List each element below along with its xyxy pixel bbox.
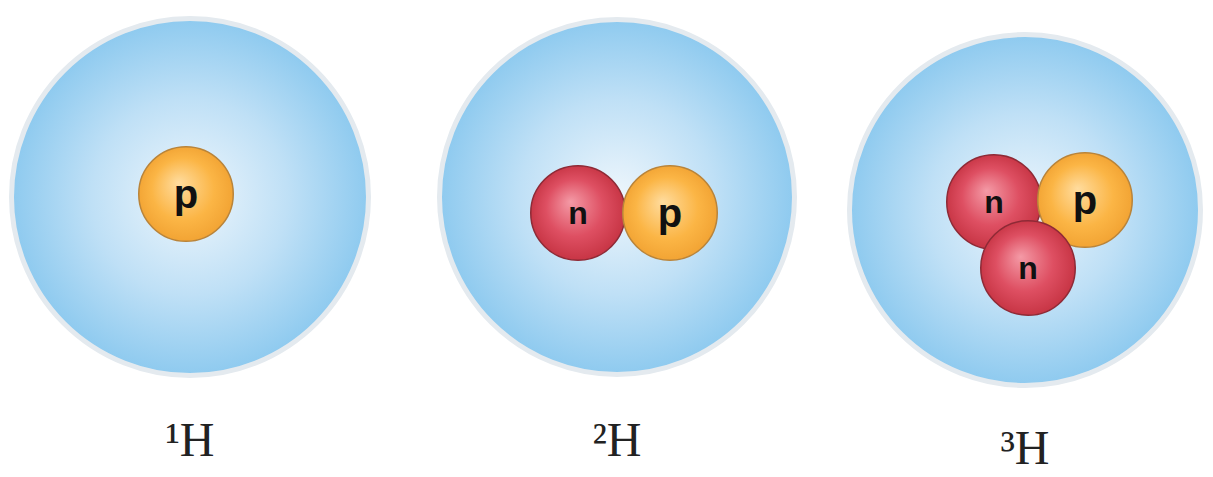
atom-circle-outline [850,35,1201,386]
particle-text-wrap: p [138,146,234,242]
particle-text-wrap: n [980,220,1076,316]
particle-letter: n [1018,252,1038,284]
neutron: n [980,220,1076,316]
particle-text-wrap: n [530,165,626,261]
proton-outline [623,166,718,261]
particle-letter: p [1073,180,1097,220]
atom-circle-outline [12,19,369,376]
isotope-label: ²H [592,416,641,464]
atom-circle: ²Hnp [437,17,797,377]
neutron-outline [531,166,626,261]
atom-circle: ¹Hp [9,16,371,378]
atom-circle-outline [440,20,795,375]
particle-letter: p [658,193,682,233]
proton: p [138,146,234,242]
particle-letter: p [174,174,198,214]
particle-text-wrap: p [622,165,718,261]
isotope-label: ³H [1000,424,1049,472]
proton: p [622,165,718,261]
neutron: n [530,165,626,261]
particle-letter: n [568,197,588,229]
particle-letter: n [984,186,1004,218]
isotope-label: ¹H [165,416,214,464]
proton-outline [139,147,234,242]
atom-circle: ³Hnpn [847,32,1203,388]
neutron-outline [981,221,1076,316]
